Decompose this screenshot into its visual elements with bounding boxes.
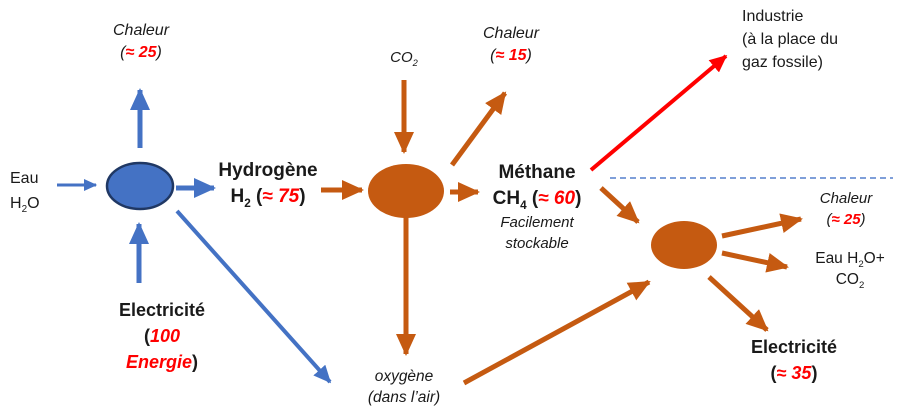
hydrogen-formula: H2 (≈ 75) bbox=[230, 186, 306, 210]
label-heat-combustion: Chaleur (≈ 25) bbox=[820, 188, 873, 230]
electricity-input-value-line1: (100 bbox=[143, 326, 181, 346]
industry-line1: Industrie bbox=[742, 8, 804, 25]
label-co2-input: CO2 bbox=[390, 47, 418, 68]
electricity-input-value-line2: Energie) bbox=[125, 352, 199, 372]
label-electricity-output: Electricité (≈ 35) bbox=[751, 334, 837, 386]
arrow-oxygen-to-combustion bbox=[462, 279, 651, 386]
heat-electrolysis-value: (≈ 25) bbox=[120, 44, 162, 61]
industry-line3: gaz fossile) bbox=[742, 54, 823, 71]
label-heat-electrolysis: Chaleur (≈ 25) bbox=[113, 20, 169, 64]
arrow-electrolysis-to-oxygen bbox=[175, 209, 332, 384]
methane-note-line2: stockable bbox=[505, 235, 569, 252]
arrow-methane-to-industry bbox=[589, 54, 728, 172]
electricity-output-title: Electricité bbox=[750, 337, 838, 357]
arrow-methane-to-combustion bbox=[599, 186, 640, 224]
oxygen-line1: oxygène bbox=[374, 368, 434, 385]
heat-methanation-value: (≈ 15) bbox=[490, 47, 532, 64]
label-oxygen: oxygène (dans l’air) bbox=[368, 366, 440, 408]
water-input-formula: H2O bbox=[10, 195, 40, 216]
electricity-output-value: (≈ 35) bbox=[770, 363, 818, 383]
water-co2-output-line2: CO2 bbox=[835, 271, 865, 292]
label-hydrogen: Hydrogène H2 (≈ 75) bbox=[218, 158, 317, 210]
hydrogen-title: Hydrogène bbox=[218, 160, 318, 181]
label-water-input: Eau H2O bbox=[10, 166, 40, 216]
methanation-node bbox=[368, 164, 444, 218]
label-heat-methanation: Chaleur (≈ 15) bbox=[483, 23, 539, 67]
arrow-combustion-to-electricity bbox=[707, 275, 769, 332]
combustion-node bbox=[651, 221, 717, 269]
label-electricity-input: Electricité (100 Energie) bbox=[119, 297, 205, 375]
oxygen-line2: (dans l’air) bbox=[367, 389, 441, 406]
label-water-co2-output: Eau H2O+ CO2 bbox=[815, 248, 885, 290]
heat-electrolysis-title: Chaleur bbox=[112, 22, 170, 39]
water-co2-output-line1: Eau H2O+ bbox=[815, 250, 885, 271]
electrolysis-node bbox=[105, 161, 175, 211]
heat-combustion-title: Chaleur bbox=[819, 190, 873, 207]
methane-formula: CH4 (≈ 60) bbox=[492, 188, 582, 212]
electricity-input-title: Electricité bbox=[118, 300, 206, 320]
heat-methanation-title: Chaleur bbox=[482, 25, 540, 42]
arrow-combustion-to-water-co2 bbox=[721, 250, 789, 273]
methane-note-line1: Facilement bbox=[500, 214, 574, 231]
arrow-methanation-to-heat bbox=[449, 91, 508, 167]
industry-line2: (à la place du bbox=[742, 31, 839, 48]
label-industry: Industrie (à la place du gaz fossile) bbox=[742, 5, 838, 74]
co2-input-formula: CO2 bbox=[390, 49, 418, 68]
methane-title: Méthane bbox=[498, 162, 576, 183]
label-methane: Méthane CH4 (≈ 60) Facilement stockable bbox=[493, 160, 582, 254]
arrow-combustion-to-heat bbox=[721, 213, 803, 239]
heat-combustion-value: (≈ 25) bbox=[826, 211, 866, 228]
water-input-line1: Eau bbox=[10, 170, 39, 187]
